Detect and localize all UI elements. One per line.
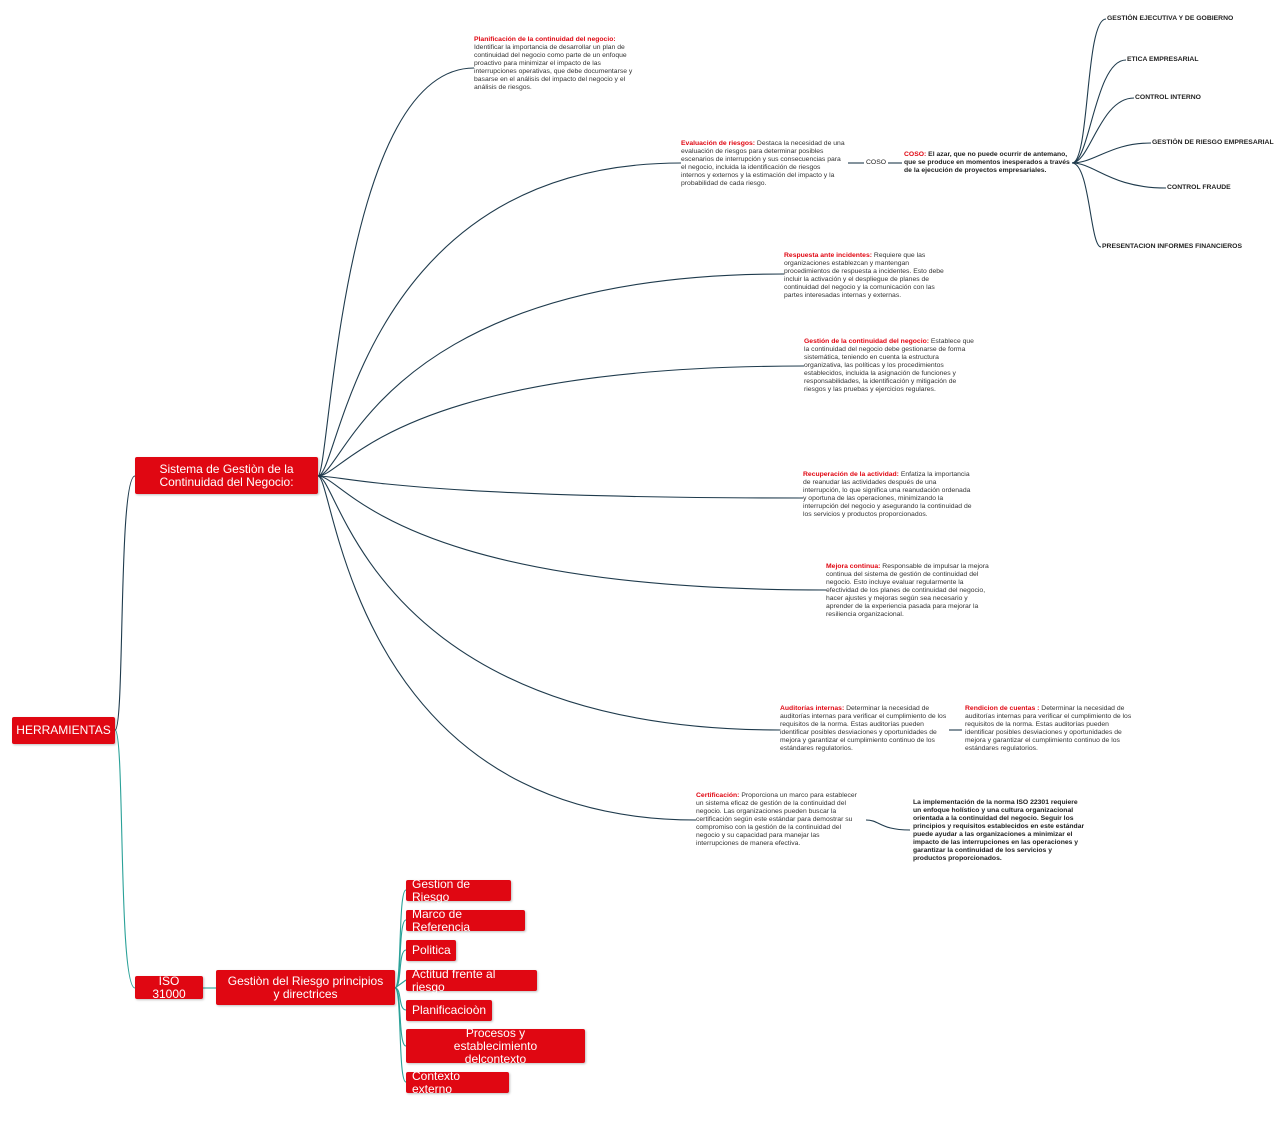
- link-sgcn-2: [317, 162, 682, 477]
- note-body: Determinar la necesidad de auditorías in…: [780, 705, 947, 752]
- note-body: Enfatiza la importancia de reanudar las …: [803, 471, 972, 518]
- link-sgcn-7: [317, 475, 781, 731]
- link-sgcn-4: [317, 365, 805, 477]
- evaluacion-note: Evaluación de riesgos: Destaca la necesi…: [681, 140, 845, 188]
- iso22301-note: La implementación de la norma ISO 22301 …: [913, 799, 1085, 862]
- recuperacion-note: Recuperación de la actividad: Enfatiza l…: [803, 471, 973, 519]
- coso-child-control-fraude[interactable]: CONTROL FRAUDE: [1167, 184, 1231, 191]
- link-sgcn-5: [317, 475, 804, 499]
- note-head: Certificación:: [696, 792, 740, 799]
- auditorias-note: Auditorías internas: Determinar la neces…: [780, 705, 947, 753]
- iso-item-politica[interactable]: Politica: [406, 940, 456, 961]
- note-body: Proporciona un marco para establecer un …: [696, 792, 857, 847]
- note-head: Planificación de la continuidad del nego…: [474, 36, 616, 43]
- coso-child-informes[interactable]: PRESENTACION INFORMES FINANCIEROS: [1102, 243, 1242, 250]
- iso-item-actitud[interactable]: Actitud frente al riesgo: [406, 967, 537, 993]
- link-root-iso31000: [114, 729, 136, 989]
- coso-child-etica[interactable]: ETICA EMPRESARIAL: [1127, 56, 1199, 63]
- iso-item-gestion-riesgo[interactable]: Gestion de Riesgo: [406, 877, 511, 903]
- note-body: Determinar la necesidad de auditorías in…: [965, 705, 1132, 752]
- coso-child-control-interno[interactable]: CONTROL INTERNO: [1135, 94, 1201, 101]
- note-head: Gestión de la continuidad del negocio:: [804, 338, 929, 345]
- iso-item-procesos[interactable]: Procesos y establecimiento delcontexto: [406, 1026, 585, 1065]
- coso-note: COSO: El azar, que no puede ocurrir de a…: [904, 151, 1072, 175]
- root-herramientas[interactable]: HERRAMIENTAS: [12, 717, 115, 744]
- coso-child-riesgo-empresarial[interactable]: GESTIÒN DE RIESGO EMPRESARIAL: [1152, 139, 1274, 146]
- link-sgcn-1: [317, 67, 475, 477]
- note-body: Requiere que las organizaciones establez…: [784, 252, 944, 299]
- mejora-note: Mejora continua: Responsable de impulsar…: [826, 563, 996, 619]
- coso-label[interactable]: COSO: [866, 159, 887, 166]
- note-head: Recuperación de la actividad:: [803, 471, 899, 478]
- certificacion-note: Certificación: Proporciona un marco para…: [696, 792, 864, 848]
- iso-item-contexto-externo[interactable]: Contexto externo: [406, 1069, 509, 1095]
- note-body: Responsable de impulsar la mejora contin…: [826, 563, 989, 618]
- note-body: El azar, que no puede ocurrir de anteman…: [904, 151, 1070, 174]
- link-sgcn-6: [317, 475, 827, 591]
- note-body: Establece que la continuidad del negocio…: [804, 338, 974, 393]
- note-head: Evaluación de riesgos:: [681, 140, 756, 147]
- note-head: Respuesta ante incidentes:: [784, 252, 873, 259]
- link-sgcn-3: [317, 273, 785, 477]
- gestion-riesgo-node[interactable]: Gestiòn del Riesgo principios y directri…: [216, 970, 395, 1005]
- iso-item-marco-referencia[interactable]: Marco de Referencia: [406, 907, 525, 933]
- rendicion-note: Rendicion de cuentas : Determinar la nec…: [965, 705, 1132, 753]
- respuesta-note: Respuesta ante incidentes: Requiere que …: [784, 252, 954, 300]
- link-cert-iso22301: [865, 819, 911, 831]
- link-sgcn-8: [317, 475, 697, 821]
- note-head: Auditorías internas:: [780, 705, 845, 712]
- note-head: COSO:: [904, 151, 927, 158]
- note-body: Destaca la necesidad de una evaluación d…: [681, 140, 845, 187]
- coso-child-gestion-ejecutiva[interactable]: GESTIÒN EJECUTIVA Y DE GOBIERNO: [1107, 15, 1234, 22]
- iso31000-node[interactable]: ISO 31000: [135, 974, 203, 1000]
- link-root-sgcn: [114, 475, 136, 731]
- sgcn-node[interactable]: Sistema de Gestiòn de la Continuidad del…: [135, 457, 318, 494]
- note-body: Identificar la importancia de desarrolla…: [474, 44, 633, 91]
- note-head: Rendicion de cuentas :: [965, 705, 1040, 712]
- gestion-continuidad-note: Gestión de la continuidad del negocio: E…: [804, 338, 974, 394]
- iso-item-planificacion[interactable]: Planificacioòn: [406, 1000, 492, 1021]
- note-head: Mejora continua:: [826, 563, 881, 570]
- planificacion-note: Planificación de la continuidad del nego…: [474, 36, 640, 92]
